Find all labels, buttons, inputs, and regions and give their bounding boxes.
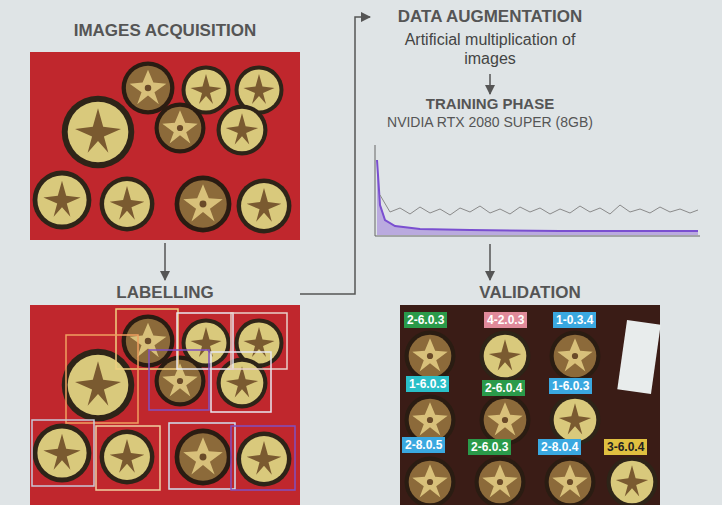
class-tag: 2-6.0.4: [482, 380, 525, 396]
class-tag: 1-6.0.3: [549, 378, 592, 394]
stage-heading: DATA AUGMENTATION: [370, 4, 610, 28]
flow-arrow: [489, 244, 491, 280]
class-tag: 1-6.0.3: [406, 376, 449, 392]
stage-heading: VALIDATION: [395, 280, 665, 304]
class-tag: 1-0.3.4: [553, 312, 596, 328]
class-tag: 2-6.0.3: [404, 312, 447, 328]
stage-panel: DATA AUGMENTATIONArtificial multiplicati…: [370, 4, 610, 74]
stage-heading: LABELLING: [30, 280, 300, 304]
class-tag: 3-6.0.4: [604, 439, 647, 455]
class-tag: 4-2.0.3: [484, 312, 527, 328]
flow-arrow: [300, 17, 370, 294]
stage-description: NVIDIA RTX 2080 SUPER (8GB): [362, 113, 618, 131]
class-tag: 2-6.0.3: [468, 439, 511, 455]
stage-panel: LABELLING: [30, 280, 300, 505]
stage-panel: IMAGES ACQUISITION: [30, 18, 300, 243]
photo-acquisition: [30, 52, 300, 240]
stage-panel: TRAINING PHASENVIDIA RTX 2080 SUPER (8GB…: [362, 94, 700, 244]
stage-heading: TRAINING PHASE: [362, 94, 618, 113]
photo-labelling: [30, 305, 300, 505]
class-tag: 2-8.0.4: [538, 439, 581, 455]
loss-chart: [375, 145, 700, 236]
flow-arrow: [489, 74, 491, 94]
class-tag: 2-8.0.5: [402, 437, 445, 453]
stage-description: Artificial multiplication of images: [370, 28, 610, 68]
flow-arrow: [164, 243, 166, 280]
photo-validation: [400, 305, 661, 505]
stage-heading: IMAGES ACQUISITION: [30, 18, 300, 42]
